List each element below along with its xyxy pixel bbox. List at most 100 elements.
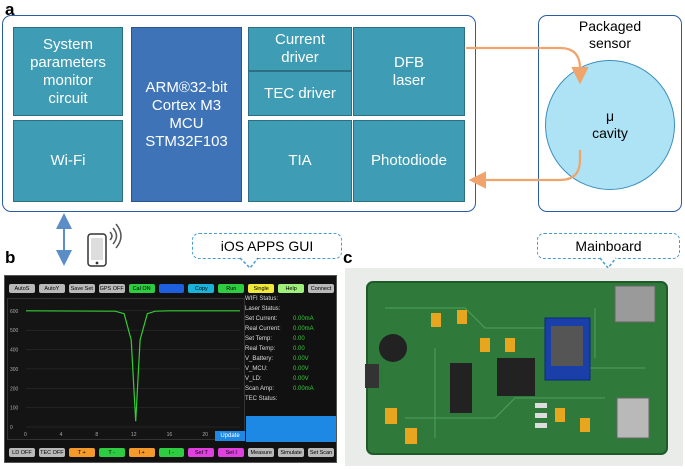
gui-top-button-6[interactable]: Copy [188,284,215,293]
panel-label-b: b [5,248,16,267]
gui-bottom-button-10[interactable]: Set Scan [308,448,334,457]
x-tick-label: 12 [131,432,137,438]
gui-bottom-button-4[interactable]: I + [128,448,155,457]
gui-bottom-button-8[interactable]: Measure [248,448,275,457]
y-tick-label: 0 [10,425,13,431]
status-row: V_LD: 0.00V [245,376,337,386]
status-key: V_MCU: [245,366,268,372]
gui-top-button-9[interactable]: Help [278,284,305,293]
photodiode-block: Photodiode [353,120,465,202]
status-value: 0.00V [293,366,309,372]
gui-bottom-button-5[interactable]: I - [158,448,185,457]
status-row: Laser Status: [245,306,337,316]
status-value: 0.00mA [293,386,314,392]
status-value: 0.00V [293,356,309,362]
status-key: Set Temp: [245,336,272,342]
gui-top-button-0[interactable]: AutoS [9,284,35,293]
ios-gui-callout: iOS APPS GUI [192,233,342,259]
gui-bottom-button-3[interactable]: T - [98,448,125,457]
spectrum-chart: 600500400300200100004812162024 [10,309,244,438]
gui-bottom-button-7[interactable]: Set I [218,448,245,457]
x-tick-label: 8 [95,432,98,438]
y-tick-label: 100 [10,406,19,412]
mainboard-photo [345,268,683,466]
gui-bottom-button-6[interactable]: Set T [188,448,215,457]
y-tick-label: 200 [10,386,19,392]
sensor-frame [538,15,682,212]
status-value: 0.00V [293,376,309,382]
gui-top-button-5[interactable] [158,284,185,293]
update-button[interactable]: Update [215,431,245,441]
inductor [379,334,407,362]
gui-top-button-7[interactable]: Run [218,284,245,293]
dfb-chip [450,363,472,413]
spectrum-series-line [25,310,240,422]
status-key: TEC Status: [245,396,278,402]
tec-driver-block: TEC driver [248,71,352,116]
gui-top-button-10[interactable]: Connect [308,284,334,293]
blue-info-panel [246,416,336,442]
status-value: 0.00mA [293,316,314,322]
status-row: Set Current: 0.00mA [245,316,337,326]
sensor-to-photodiode-arrow [468,150,582,189]
gui-bottom-button-0[interactable]: LD OFF [9,448,35,457]
mcu-chip [497,358,535,396]
y-tick-label: 400 [10,348,19,354]
spectrum-plot: 600500400300200100004812162024 [7,298,245,440]
pcb-drawing [345,268,683,466]
x-tick-label: 4 [60,432,63,438]
status-panel: WIFI Status: Laser Status: Set Current: 0.0… [245,296,337,406]
gui-bottom-button-9[interactable]: Simulate [278,448,305,457]
status-key: Set Current: [245,316,278,322]
x-tick-label: 0 [24,432,27,438]
gui-top-button-3[interactable]: GPS OFF [98,284,125,293]
gui-top-button-8[interactable]: Single [248,284,275,293]
y-tick-label: 300 [10,367,19,373]
status-key: Laser Status: [245,306,281,312]
x-tick-label: 16 [167,432,173,438]
gui-bottom-button-1[interactable]: TEC OFF [38,448,65,457]
status-key: V_LD: [245,376,262,382]
side-connector [365,364,379,388]
tec-module [616,397,650,439]
wifi-block: Wi-Fi [13,120,123,202]
status-value: 0.00 [293,346,305,352]
status-key: Real Temp: [245,346,276,352]
status-row: Set Temp: 0.00 [245,336,337,346]
gui-top-button-2[interactable]: Save Set [68,284,95,293]
status-key: WIFI Status: [245,296,279,302]
status-key: Real Current: [245,326,281,332]
x-tick-label: 20 [202,432,208,438]
status-value: 0.00mA [293,326,314,332]
electronics-frame [2,15,476,212]
status-row: Real Current: 0.00mA [245,326,337,336]
gui-bottom-button-2[interactable]: T + [68,448,95,457]
status-key: Scan Amp: [245,386,275,392]
gui-top-button-4[interactable]: Cal ON [128,284,155,293]
status-row: V_Battery: 0.00V [245,356,337,366]
status-row: TEC Status: [245,396,337,406]
status-row: V_MCU: 0.00V [245,366,337,376]
smartphone-icon [87,223,122,267]
tia-block: TIA [248,120,352,202]
wifi-signal-icon [109,223,122,249]
panel-label-c: c [343,248,353,267]
y-tick-label: 500 [10,328,19,334]
panel-label-a: a [5,0,15,19]
y-tick-label: 600 [10,309,19,315]
laser-to-sensor-arrow [466,46,589,85]
status-key: V_Battery: [245,356,274,362]
status-row: Real Temp: 0.00 [245,346,337,356]
gui-top-button-1[interactable]: AutoY [38,284,65,293]
status-value: 0.00 [293,336,305,342]
